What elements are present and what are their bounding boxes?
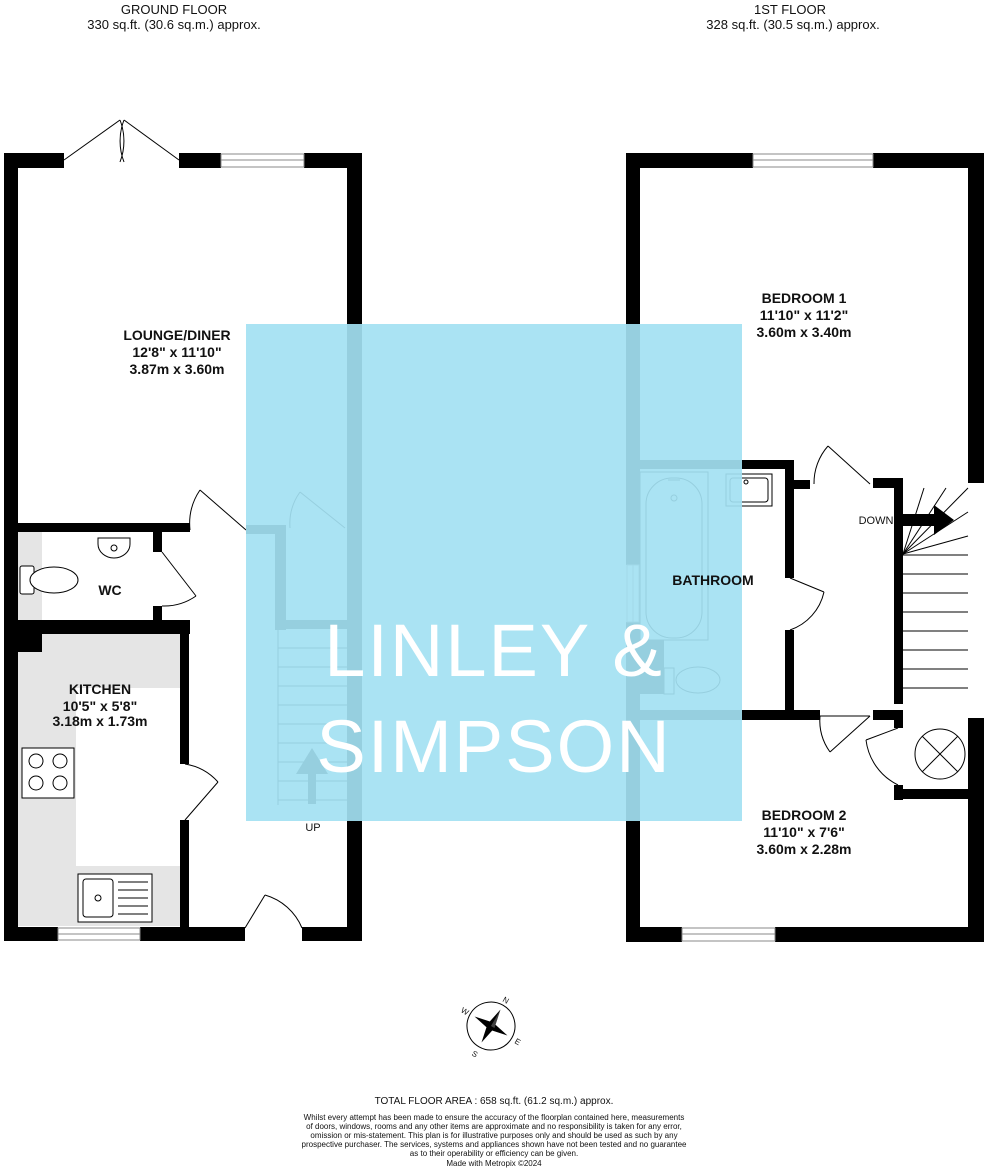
first-floor-doors	[789, 445, 899, 786]
bedroom1-imperial: 11'10" x 11'2"	[760, 307, 848, 323]
lounge-imperial: 12'8" x 11'10"	[132, 344, 221, 360]
watermark: LINLEY & SIMPSON	[246, 324, 742, 821]
ground-floor-title: GROUND FLOOR	[121, 2, 227, 17]
bedroom2-label: BEDROOM 2 11'10" x 7'6" 3.60m x 2.28m	[757, 807, 852, 857]
compass-w: W	[459, 1006, 470, 1018]
total-floor-area: TOTAL FLOOR AREA : 658 sq.ft. (61.2 sq.m…	[375, 1096, 614, 1107]
first-floor-area: 328 sq.ft. (30.5 sq.m.) approx.	[706, 17, 879, 32]
stairs-down-arrow-icon	[903, 505, 954, 535]
kitchen-label: KITCHEN 10'5" x 5'8" 3.18m x 1.73m	[53, 681, 148, 729]
bedroom2-name: BEDROOM 2	[762, 807, 847, 823]
first-floor-title: 1ST FLOOR	[754, 2, 826, 17]
disclaimer-line: omission or mis-statement. This plan is …	[310, 1131, 677, 1140]
watermark-line1: LINLEY &	[324, 609, 664, 692]
bathroom-name: BATHROOM	[672, 572, 753, 588]
compass-n: N	[501, 995, 511, 1006]
lounge-label: LOUNGE/DINER 12'8" x 11'10" 3.87m x 3.60…	[123, 327, 230, 377]
stairs-up-label: UP	[305, 822, 320, 834]
disclaimer-line: as to their operability or efficiency ca…	[410, 1149, 578, 1158]
ground-floor-windows	[57, 153, 305, 941]
disclaimer: Whilst every attempt has been made to en…	[302, 1113, 688, 1168]
disclaimer-line: Whilst every attempt has been made to en…	[304, 1113, 685, 1122]
disclaimer-line: of doors, windows, rooms and any other i…	[306, 1122, 682, 1131]
bedroom1-name: BEDROOM 1	[762, 290, 847, 306]
kitchen-imperial: 10'5" x 5'8"	[63, 698, 137, 714]
watermark-line2: SIMPSON	[316, 705, 671, 788]
wc-name: WC	[98, 582, 121, 598]
compass-s: S	[470, 1049, 479, 1059]
metropix-credit: Made with Metropix ©2024	[446, 1159, 542, 1168]
bedroom1-label: BEDROOM 1 11'10" x 11'2" 3.60m x 3.40m	[757, 290, 852, 340]
ground-floor-area: 330 sq.ft. (30.6 sq.m.) approx.	[87, 17, 260, 32]
compass-e: E	[513, 1037, 522, 1047]
compass: N E S W	[459, 995, 522, 1059]
lounge-metric: 3.87m x 3.60m	[130, 361, 225, 377]
disclaimer-line: prospective purchaser. The services, sys…	[302, 1140, 688, 1149]
bedroom2-imperial: 11'10" x 7'6"	[763, 824, 844, 840]
kitchen-metric: 3.18m x 1.73m	[53, 713, 148, 729]
bedroom1-metric: 3.60m x 3.40m	[757, 324, 852, 340]
kitchen-name: KITCHEN	[69, 681, 131, 697]
ground-floor-fixtures	[19, 537, 153, 923]
stairs-down-label: DOWN	[859, 515, 894, 527]
lounge-name: LOUNGE/DINER	[123, 327, 230, 343]
bedroom2-metric: 3.60m x 2.28m	[757, 841, 852, 857]
first-floor-stairs	[902, 487, 969, 689]
